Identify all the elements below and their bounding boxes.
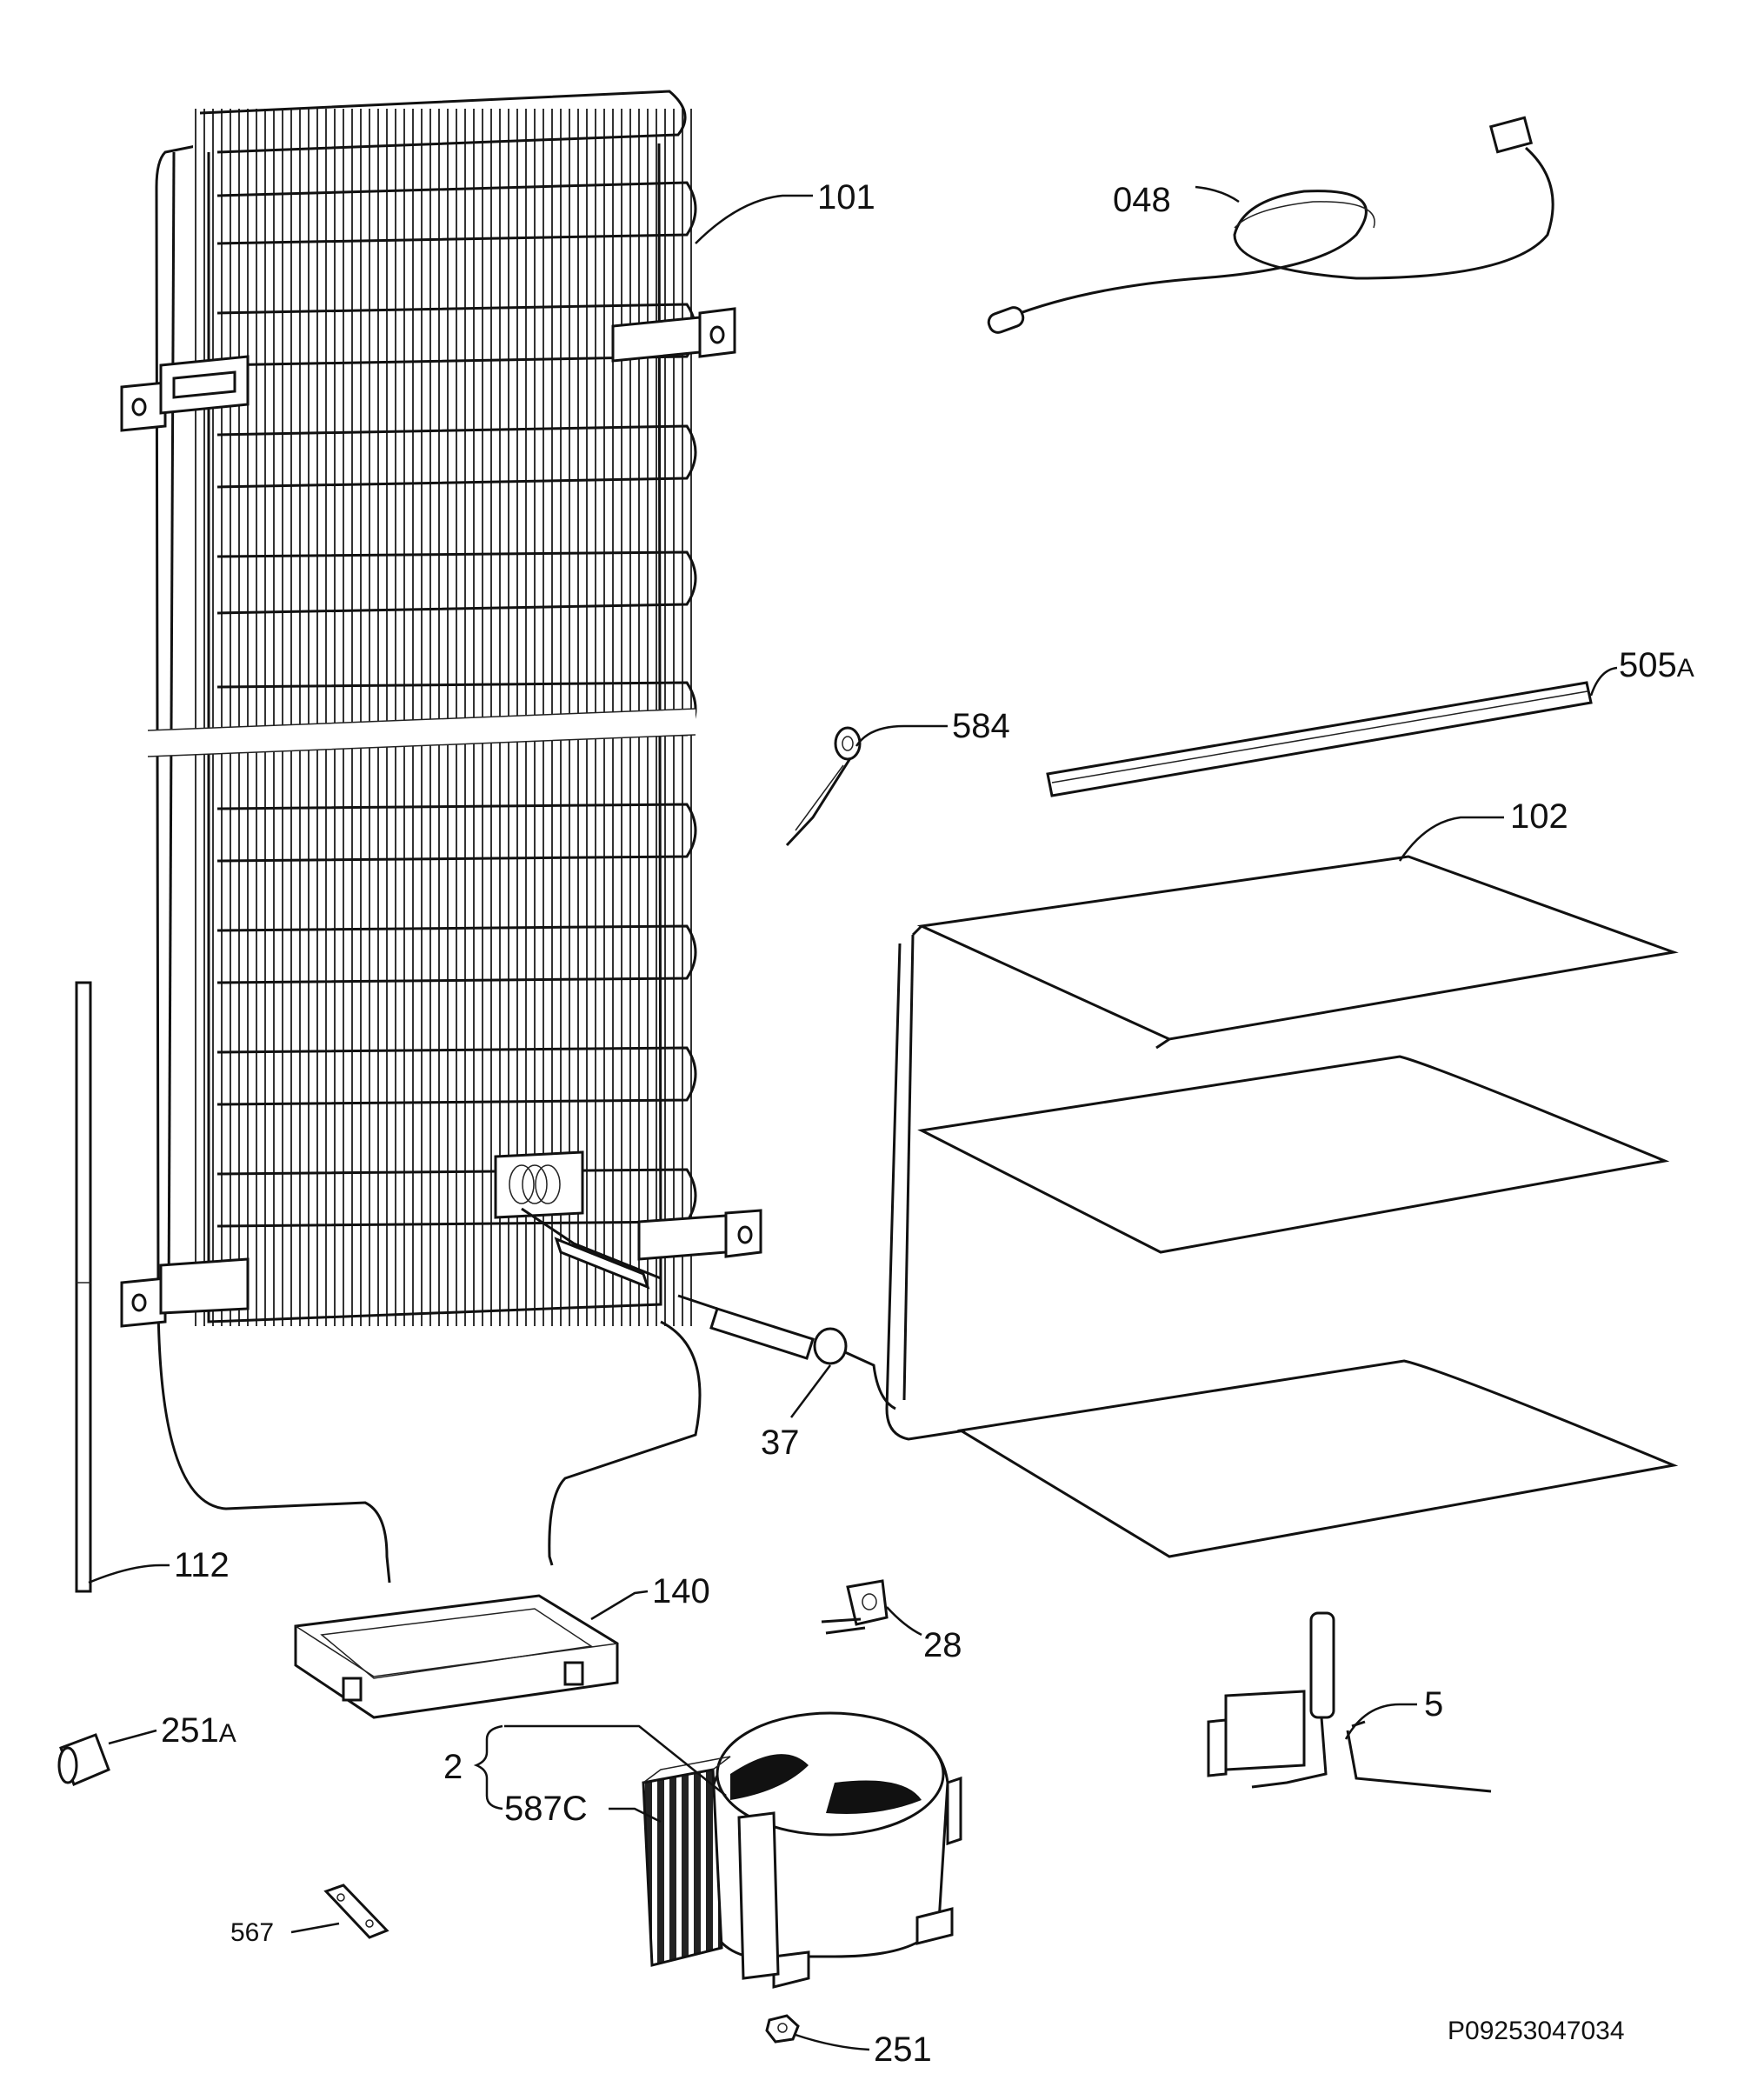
label-584: 584 — [952, 707, 1010, 745]
label-251: 251 — [874, 2030, 932, 2069]
label-28: 28 — [923, 1626, 962, 1664]
label-505a: 505A — [1619, 646, 1694, 684]
evaporator-shelf-bottom — [956, 1359, 1679, 1558]
label-102: 102 — [1510, 797, 1568, 836]
tube-112 — [75, 981, 92, 1593]
condenser-101 — [120, 90, 762, 1584]
clip-584 — [785, 726, 862, 847]
grommet-251a — [57, 1733, 110, 1787]
sensor-cable-048 — [987, 116, 1554, 334]
label-140: 140 — [652, 1572, 710, 1610]
label-5: 5 — [1424, 1685, 1443, 1724]
filter-drier-37 — [677, 1294, 896, 1410]
label-587c: 587C — [504, 1790, 588, 1828]
brace-symbol — [473, 1724, 503, 1810]
label-2: 2 — [443, 1748, 463, 1786]
label-101: 101 — [817, 178, 875, 217]
capillary-coil — [494, 1150, 702, 1566]
drip-tray-140 — [294, 1594, 619, 1719]
drawing-code: P09253047034 — [1448, 2017, 1625, 2045]
part-labels: 101 048 505A 584 102 37 112 140 28 5 251… — [161, 178, 1694, 2069]
label-048: 048 — [1113, 181, 1171, 219]
strip-505a — [1046, 681, 1593, 797]
label-567: 567 — [230, 1918, 274, 1947]
evaporator-shelf-top — [911, 855, 1679, 1050]
nut-251 — [765, 2014, 800, 2044]
plate-567 — [323, 1884, 389, 1939]
evaporator-102 — [885, 855, 1679, 1558]
leader-lines — [88, 185, 1618, 2051]
relay-valve-5 — [1207, 1611, 1492, 1793]
mounting-brackets — [120, 307, 762, 1328]
clip-28 — [821, 1579, 889, 1635]
evaporator-shelf-middle — [917, 1055, 1670, 1254]
label-251a: 251A — [161, 1711, 236, 1750]
starter-587c — [642, 1756, 780, 1980]
label-37: 37 — [761, 1424, 800, 1462]
label-112: 112 — [174, 1546, 230, 1584]
